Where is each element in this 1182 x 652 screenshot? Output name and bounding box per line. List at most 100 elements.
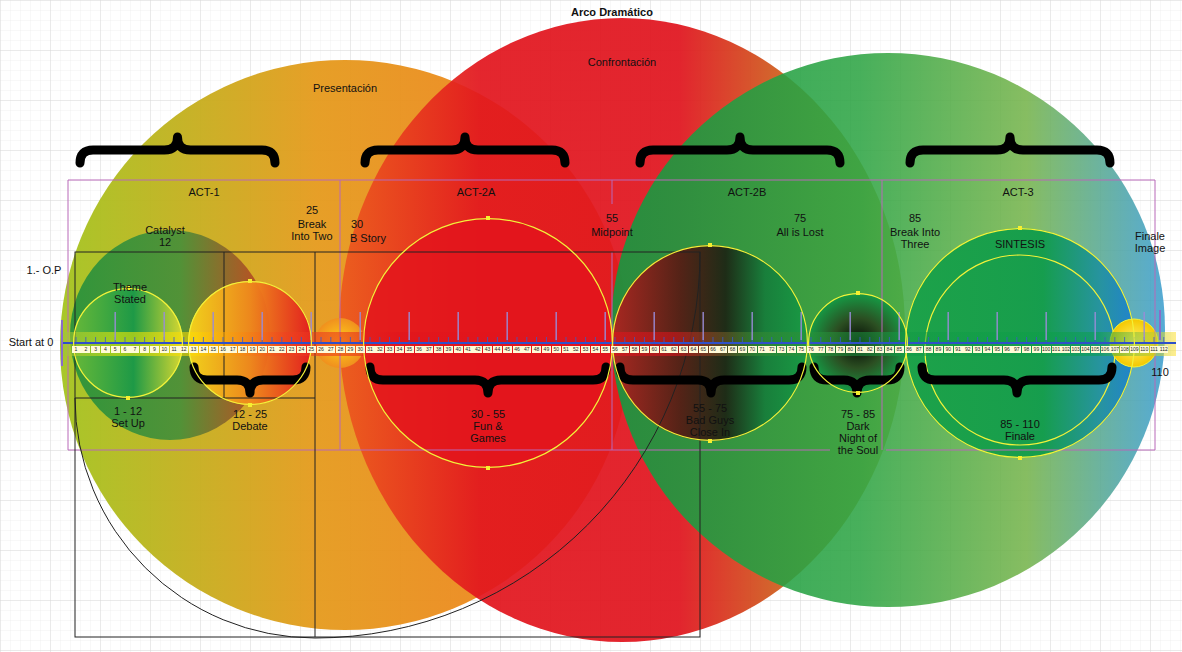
presentation-circle-shape xyxy=(61,61,630,630)
ruler-number: 3 xyxy=(91,346,100,353)
act-band: ACT-3SINTESIS85 - 110 Finale xyxy=(882,180,1155,450)
ruler-number: 2 xyxy=(81,346,90,353)
ruler-number: 24 xyxy=(297,346,306,353)
ruler-number: 53 xyxy=(581,346,590,353)
beat-label: 85 - 110 Finale xyxy=(997,418,1043,442)
ruler-number: 49 xyxy=(542,346,551,353)
ruler-number: 41 xyxy=(464,346,473,353)
ruler-number: 44 xyxy=(493,346,502,353)
ruler-tick xyxy=(457,312,459,340)
ruler-number: 102 xyxy=(1061,346,1070,353)
ruler-number: 7 xyxy=(130,346,139,353)
ruler-number: 8 xyxy=(140,346,149,353)
ruler-number: 31 xyxy=(366,346,375,353)
ruler-tick xyxy=(849,312,851,340)
ruler-number: 9 xyxy=(150,346,159,353)
ruler-number: 63 xyxy=(679,346,688,353)
ruler-number: 98 xyxy=(1022,346,1031,353)
beat-annotation: 30 xyxy=(347,218,367,230)
beat-circle: 75 - 85 Dark Night of the Soul xyxy=(808,293,908,393)
handle-dot xyxy=(486,216,490,220)
ruler-number: 99 xyxy=(1032,346,1041,353)
ruler-number: 52 xyxy=(571,346,580,353)
handle-dot xyxy=(1018,226,1022,230)
illustration-group xyxy=(80,137,1112,393)
ruler-number: 93 xyxy=(973,346,982,353)
beat-label: 55 - 75 Bad Guys Close In xyxy=(684,402,736,438)
ruler-number: 22 xyxy=(277,346,286,353)
beat-annotation: B Story xyxy=(346,232,390,244)
ruler-number: 90 xyxy=(944,346,953,353)
ruler-number: 91 xyxy=(954,346,963,353)
ruler-number: 97 xyxy=(1012,346,1021,353)
ruler-number: 68 xyxy=(728,346,737,353)
ruler-number: 77 xyxy=(816,346,825,353)
ruler-number: 34 xyxy=(395,346,404,353)
ruler-tick xyxy=(1094,312,1096,340)
ruler-number: 21 xyxy=(268,346,277,353)
illustration-path xyxy=(75,252,700,638)
ruler-number: 72 xyxy=(767,346,776,353)
ruler-number: 58 xyxy=(630,346,639,353)
beat-label: SINTESIS xyxy=(990,238,1050,250)
act-label: ACT-1 xyxy=(174,186,234,198)
ruler-tick xyxy=(261,312,263,340)
confrontation-circle-outline xyxy=(340,18,905,643)
beat-annotation: 1.- O.P xyxy=(20,264,68,276)
ruler-number: 75 xyxy=(797,346,806,353)
illustration-g xyxy=(68,180,1155,450)
ruler-number: 108 xyxy=(1120,346,1129,353)
ruler-number: 38 xyxy=(434,346,443,353)
ruler-number: 36 xyxy=(415,346,424,353)
ruler-tick xyxy=(947,312,949,340)
ruler-tick xyxy=(408,312,410,340)
ruler-number: 57 xyxy=(620,346,629,353)
beat-annotation: 25 xyxy=(297,204,327,216)
beat-annotation: Break Into Two xyxy=(288,218,336,242)
illustration-path xyxy=(62,342,1176,344)
ruler-tick xyxy=(114,312,116,340)
handle-dot xyxy=(708,243,712,247)
ruler-tick xyxy=(555,312,557,340)
act-label: ACT-2A xyxy=(446,186,506,198)
ruler-tick xyxy=(359,312,361,340)
ruler-number: 26 xyxy=(317,346,326,353)
beat-annotation: 55 xyxy=(600,212,624,224)
beat-label: 30 - 55 Fun & Games xyxy=(463,408,513,444)
illustration-circle xyxy=(611,53,1165,607)
curly-brace xyxy=(922,367,1112,393)
ruler-number: 6 xyxy=(121,346,130,353)
ruler-number: 95 xyxy=(993,346,1002,353)
ruler-number: 79 xyxy=(836,346,845,353)
curly-brace xyxy=(365,137,565,163)
ruler-number: 10 xyxy=(160,346,169,353)
ruler-tick xyxy=(163,312,165,340)
illustration-path xyxy=(882,180,883,450)
ruler-tick xyxy=(996,312,998,340)
beat-label: Confrontación xyxy=(567,56,677,68)
curly-brace xyxy=(620,367,802,393)
handle-dot xyxy=(248,279,252,283)
ruler-number: 104 xyxy=(1081,346,1090,353)
act-band: ACT-2A 30 - 55 Fun & Games xyxy=(340,180,612,450)
ruler-tick xyxy=(1045,312,1047,340)
ruler-number: 45 xyxy=(503,346,512,353)
beat-circle-shape xyxy=(613,246,808,441)
illustration-rect xyxy=(75,252,700,637)
ruler-number: 89 xyxy=(934,346,943,353)
handle-dot xyxy=(856,391,860,395)
ruler-number: 111 xyxy=(1150,346,1159,353)
beat-annotation: Catalyst 12 xyxy=(141,224,189,248)
ruler-number: 19 xyxy=(248,346,257,353)
beat-annotation: 110 xyxy=(1149,366,1171,378)
ruler-number: 87 xyxy=(914,346,923,353)
ruler-number: 106 xyxy=(1101,346,1110,353)
confrontation-circle: Confrontación xyxy=(340,18,905,643)
ruler-number: 105 xyxy=(1091,346,1100,353)
diagram-title: Arco Dramático xyxy=(532,6,692,18)
ruler-number: 84 xyxy=(885,346,894,353)
ruler-number: 96 xyxy=(1003,346,1012,353)
beat-label: 75 - 85 Dark Night of the Soul xyxy=(837,408,879,456)
